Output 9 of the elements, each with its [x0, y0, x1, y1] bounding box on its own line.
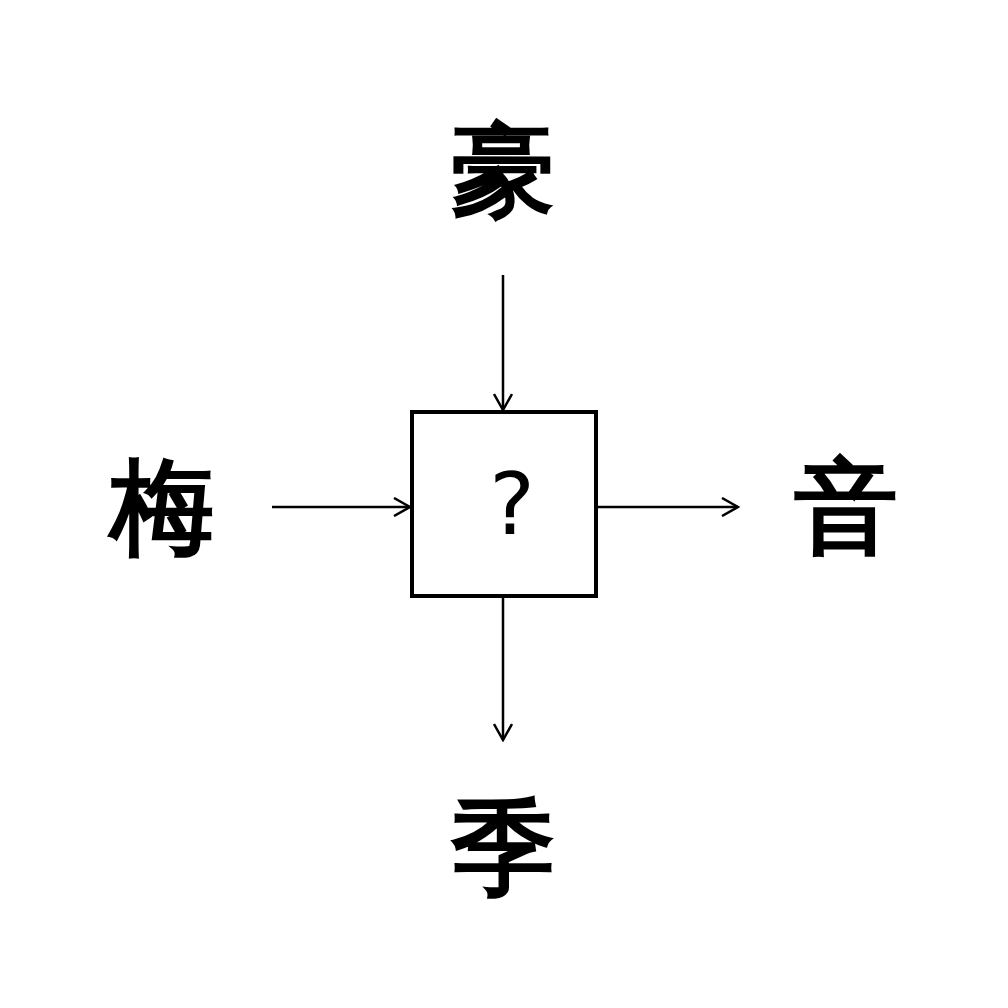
arrow	[492, 598, 514, 742]
arrow	[492, 275, 514, 412]
kanji-character: 豪	[451, 118, 555, 222]
arrow	[272, 496, 412, 518]
kanji-character: 季	[451, 796, 555, 900]
kanji-character: 音	[794, 455, 898, 559]
question-mark: ?	[489, 461, 535, 547]
arrow	[598, 496, 740, 518]
question-box	[410, 410, 598, 598]
